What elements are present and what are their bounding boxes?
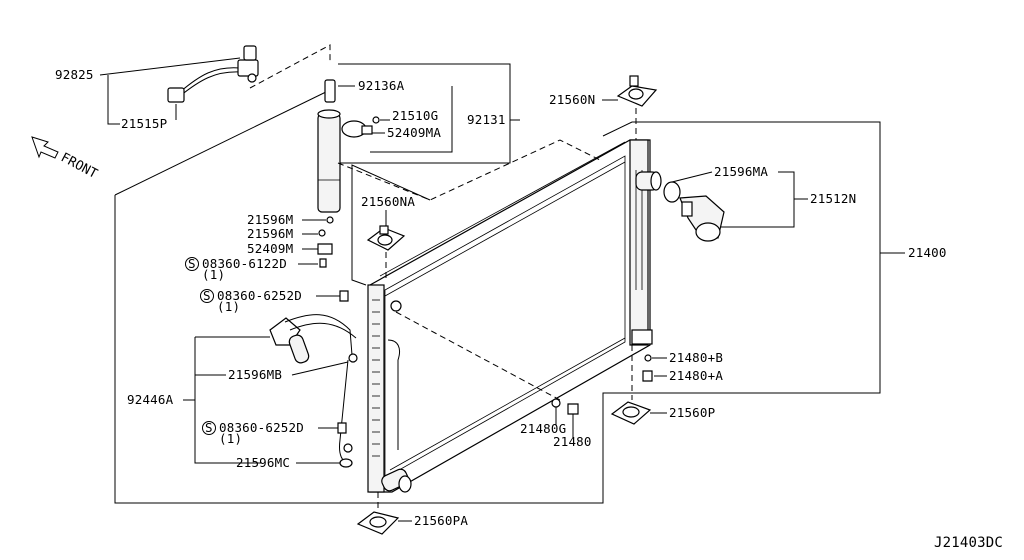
label-52409M: 52409M: [247, 241, 293, 256]
o-ring-icon: [326, 216, 334, 224]
radiator: [367, 139, 662, 493]
bracket-21512N: [720, 171, 795, 228]
label-21560P: 21560P: [669, 405, 715, 420]
mount-bushing-21560P: [610, 401, 652, 425]
label-08360-6252D-b: 08360-6252D: [219, 420, 304, 435]
label-21596MB: 21596MB: [228, 367, 282, 382]
leader-92825: [99, 57, 241, 76]
drain-plug-icon: [567, 403, 579, 415]
label-21596M-2: 21596M: [247, 226, 293, 241]
front-label: FRONT: [58, 150, 100, 182]
bracket-92131-inner: [370, 86, 453, 153]
diagram-code: J21403DC: [934, 535, 1003, 551]
bolt-icon: [642, 370, 653, 382]
label-08360-6122D-qty: (1): [202, 267, 225, 282]
box-21560NA: [351, 164, 431, 286]
label-21515P: 21515P: [121, 116, 167, 131]
tank-fins: [372, 299, 380, 457]
label-21512N: 21512N: [810, 191, 856, 206]
box-92131: [338, 63, 511, 164]
label-08360-6122D: 08360-6122D: [202, 256, 287, 271]
label-08360-6252D-a: 08360-6252D: [217, 288, 302, 303]
o-ring-icon: [318, 229, 326, 237]
label-21596MC: 21596MC: [236, 455, 290, 470]
dash-drain: [395, 311, 561, 401]
leader-92825-bracket: [107, 75, 120, 125]
o-ring-icon: [339, 458, 353, 468]
leader-21596MA: [671, 171, 713, 183]
svg-text:S: S: [188, 256, 196, 271]
dash-box-21560NA: [337, 139, 601, 201]
label-21560PA: 21560PA: [414, 513, 468, 528]
label-08360-6252D-a-qty: (1): [217, 299, 240, 314]
label-21596M-1: 21596M: [247, 212, 293, 227]
receiver-drier: [317, 79, 380, 213]
outline-top-left: [114, 89, 331, 196]
mount-bushing-21560N: [616, 75, 658, 107]
label-21480: 21480: [553, 434, 592, 449]
label-21510G: 21510G: [392, 108, 438, 123]
harness-dash: [249, 44, 331, 89]
label-21480B: 21480+B: [669, 350, 723, 365]
bracket-92446A: [194, 337, 262, 464]
o-ring-icon: [551, 398, 561, 408]
mount-bushing-21560NA: [366, 225, 406, 251]
label-08360-6252D-b-qty: (1): [219, 431, 242, 446]
screw-ref-6252D-b: S: [202, 420, 216, 435]
label-92136A: 92136A: [358, 78, 405, 93]
o-ring-icon: [644, 354, 652, 362]
bolt-icon: [339, 290, 349, 302]
label-21596MA: 21596MA: [714, 164, 768, 179]
cooler-pipe-assembly: [269, 314, 358, 466]
label-21480G: 21480G: [520, 421, 566, 436]
bolt-icon: [319, 258, 327, 268]
screw-ref-6252D-a: S: [200, 288, 214, 303]
label-52409MA: 52409MA: [387, 125, 441, 140]
label-92131: 92131: [467, 112, 506, 127]
mount-bushing-21560PA: [356, 511, 400, 535]
bracket-icon: [317, 243, 333, 255]
svg-text:S: S: [205, 420, 213, 435]
label-21560N: 21560N: [549, 92, 595, 107]
svg-text:S: S: [203, 288, 211, 303]
harness-sensor: [167, 45, 259, 103]
label-92825: 92825: [55, 67, 94, 82]
leader-21596MB: [291, 361, 349, 376]
screw-ref-6122D: S: [185, 256, 199, 271]
label-92446A: 92446A: [127, 392, 174, 407]
label-21480A: 21480+A: [669, 368, 723, 383]
bolt-icon: [337, 422, 347, 434]
label-21400: 21400: [908, 245, 947, 260]
label-21560NA: 21560NA: [361, 194, 415, 209]
front-arrow-icon: [31, 136, 59, 159]
hose-connector-21512N: [663, 181, 725, 242]
radiator-group-outline: [114, 121, 881, 504]
